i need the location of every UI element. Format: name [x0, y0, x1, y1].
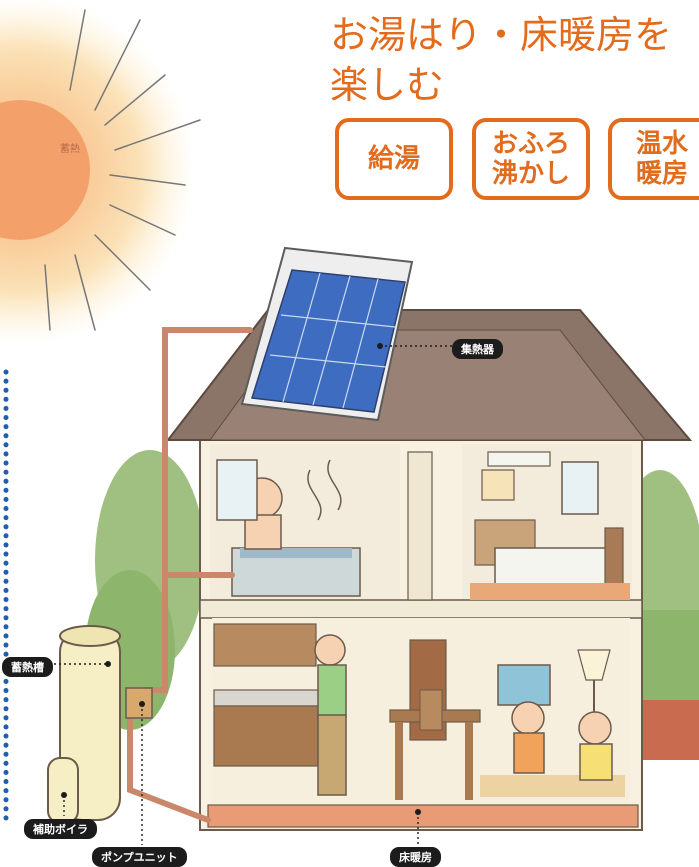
sun-label: 蓄熱: [60, 144, 80, 155]
badge-bath-reheat: おふろ 沸かし: [472, 118, 590, 200]
badge-label: 暖房: [635, 159, 688, 189]
leader-lines: [44, 345, 452, 845]
solar-collector: [240, 246, 414, 422]
badge-label: 沸かし: [491, 159, 570, 189]
label-floor-heating: 床暖房: [390, 847, 441, 867]
badge-hot-water-heating: 温水 暖房: [608, 118, 699, 200]
label-collector: 集熱器: [452, 339, 503, 359]
title-line-2: 楽しむ: [330, 63, 445, 107]
label-aux-boiler: 補助ボイラ: [24, 819, 97, 839]
pump-unit: [125, 687, 153, 719]
badge-hot-water: 給湯: [335, 118, 453, 200]
badge-label: 温水: [635, 129, 688, 159]
aux-boiler: [47, 757, 79, 824]
title-line-1: お湯はり・床暖房を: [330, 13, 673, 57]
house: [199, 439, 643, 831]
page-title: お湯はり・床暖房を 楽しむ: [330, 10, 672, 110]
label-pump-unit: ポンプユニット: [92, 847, 187, 867]
label-storage-tank: 蓄熱槽: [2, 657, 53, 677]
badge-label: 給湯: [367, 144, 420, 174]
badge-label: おふろ: [491, 129, 570, 159]
sun: [0, 0, 201, 345]
